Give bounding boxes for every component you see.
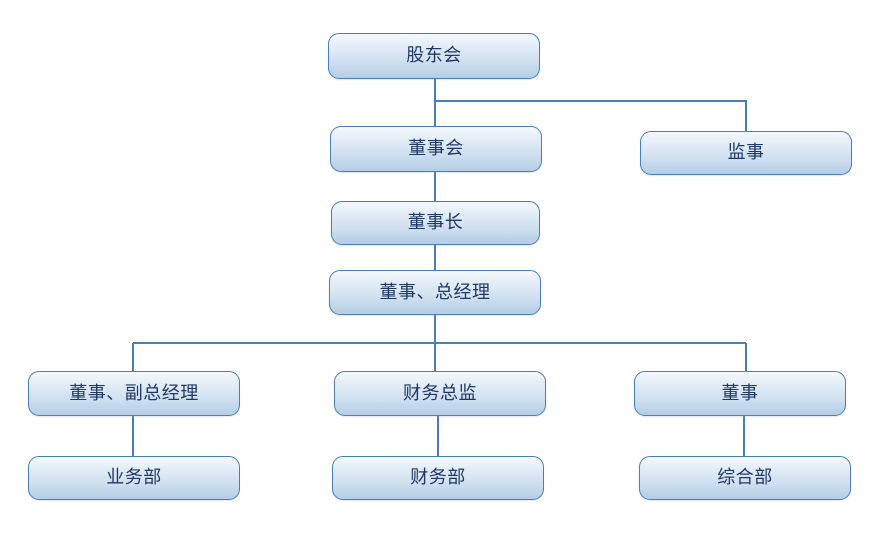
node-business-department[interactable]: 业务部 — [28, 456, 240, 500]
node-cfo[interactable]: 财务总监 — [334, 371, 546, 416]
node-label-cfo: 财务总监 — [403, 382, 477, 404]
node-director[interactable]: 董事 — [634, 371, 846, 416]
node-general-manager[interactable]: 董事、总经理 — [329, 270, 541, 315]
node-label-supervisor: 监事 — [727, 142, 765, 163]
node-deputy-general-manager[interactable]: 董事、副总经理 — [28, 371, 240, 416]
node-label-board: 董事会 — [408, 138, 464, 159]
node-finance-department[interactable]: 财务部 — [332, 456, 544, 500]
node-board[interactable]: 董事会 — [330, 126, 542, 172]
node-label-chairman: 董事长 — [407, 212, 464, 233]
node-label-shareholders: 股东会 — [406, 45, 462, 66]
node-label-general-department: 综合部 — [717, 467, 773, 488]
node-label-deputy-general-manager: 董事、副总经理 — [69, 382, 199, 404]
node-label-director: 董事 — [721, 382, 759, 404]
node-general-department[interactable]: 综合部 — [639, 456, 851, 500]
node-chairman[interactable]: 董事长 — [331, 201, 540, 245]
node-shareholders[interactable]: 股东会 — [328, 33, 540, 79]
node-label-finance-department: 财务部 — [410, 467, 466, 488]
node-label-business-department: 业务部 — [106, 467, 162, 488]
node-supervisor[interactable]: 监事 — [640, 131, 852, 175]
node-label-general-manager: 董事、总经理 — [379, 281, 491, 303]
